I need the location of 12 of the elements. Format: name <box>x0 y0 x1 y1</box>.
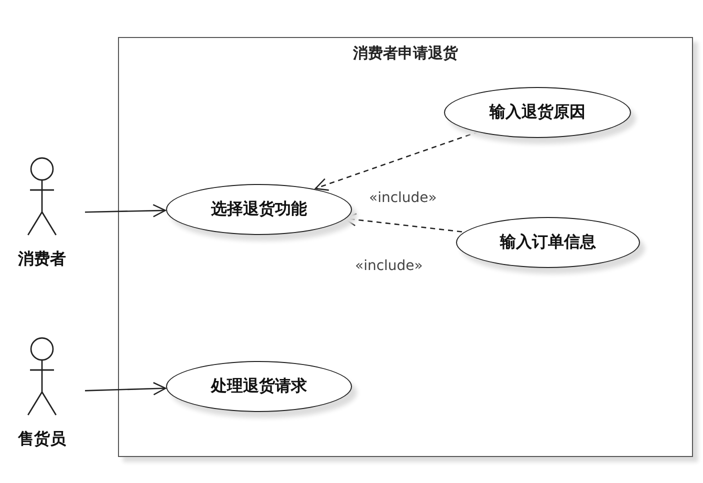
dashed-arrow <box>314 130 480 191</box>
use-case-ellipse: 输入订单信息 <box>456 217 640 268</box>
actor-name: 售货员 <box>16 429 67 450</box>
arrow <box>84 382 166 396</box>
dashed-arrow <box>343 213 462 232</box>
system-boundary <box>118 37 693 457</box>
actor-name: 消费者 <box>17 249 67 270</box>
system-title: 消费者申请退货 <box>352 44 459 63</box>
use-case-ellipse: 选择退货功能 <box>166 184 352 235</box>
arrow <box>84 204 166 218</box>
use-case-ellipse: 输入退货原因 <box>444 87 631 138</box>
use-case-ellipse: 处理退货请求 <box>166 361 352 412</box>
